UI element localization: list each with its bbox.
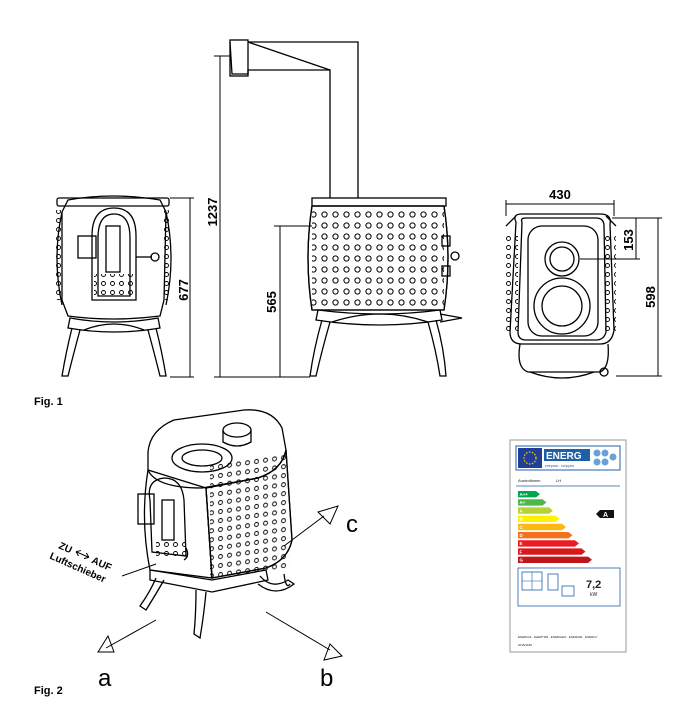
- height-dimension: [170, 197, 194, 378]
- energy-class-bar: [518, 548, 586, 555]
- figure2-caption: Fig. 2: [34, 685, 63, 697]
- energy-class-label: A+: [520, 500, 526, 505]
- depth-label: 598: [643, 286, 658, 308]
- power-value: 7,2: [586, 579, 601, 591]
- energy-class-bar: [518, 532, 573, 539]
- energy-class-label: B: [520, 517, 524, 522]
- energy-header: ENERG: [546, 451, 582, 462]
- pipe-offset-label: 153: [621, 229, 636, 251]
- power-unit: kW: [590, 592, 598, 598]
- total-height-label: 1237: [205, 198, 220, 227]
- axis-c-label: c: [346, 511, 358, 538]
- energy-class-label: E: [520, 541, 523, 546]
- energy-class-bar: [518, 523, 566, 531]
- axis-arrows: [97, 505, 343, 661]
- energy-class-label: G: [520, 558, 524, 563]
- stove-icon: [547, 573, 559, 591]
- energy-regulation: 2015/1186: [518, 643, 532, 647]
- heat-icon: [561, 585, 575, 597]
- axis-b-label: b: [320, 665, 333, 692]
- energy-class-bar: [518, 540, 579, 547]
- energy-class-bar: [518, 556, 592, 563]
- energy-footer: ENERGIA · ЕНЕРГИЯ · ENERGEIA · ENERGIE ·…: [518, 635, 598, 639]
- total-height-dimension: [214, 55, 312, 378]
- perspective-view: [137, 409, 296, 640]
- energy-class-bar: [518, 491, 540, 498]
- energy-class-label: A++: [520, 492, 529, 497]
- axis-a-label: a: [98, 665, 112, 692]
- width-label: 430: [549, 187, 571, 202]
- side-view: [229, 39, 463, 377]
- air-slider-label: ZU AUF Luftschieber: [48, 541, 113, 586]
- energy-class-label: C: [520, 525, 524, 530]
- energy-class-bar: [518, 507, 553, 514]
- energy-rating: A: [603, 512, 608, 519]
- energy-class-label: A: [520, 508, 524, 513]
- energy-brand: Austroflamm: [518, 478, 541, 483]
- energy-class-bar: [518, 515, 560, 522]
- height-label: 677: [176, 279, 191, 301]
- top-view: [505, 213, 617, 379]
- top-view-dimensions: [505, 200, 662, 377]
- energy-class-label: D: [520, 533, 524, 538]
- energy-class-label: F: [520, 549, 523, 554]
- energy-class-bar: [518, 499, 547, 506]
- energy-model: LH: [556, 478, 561, 483]
- slider-closed-label: ZU: [57, 541, 74, 556]
- eu-flag-icon: [518, 448, 542, 468]
- figure1-caption: Fig. 1: [34, 396, 63, 408]
- front-view: [54, 195, 173, 377]
- pipe-height-label: 565: [264, 291, 279, 313]
- energy-label: ENERG енергия · ενέργεια Austroflamm LH …: [509, 439, 627, 653]
- energy-header-sub: енергия · ενέργεια: [545, 464, 574, 468]
